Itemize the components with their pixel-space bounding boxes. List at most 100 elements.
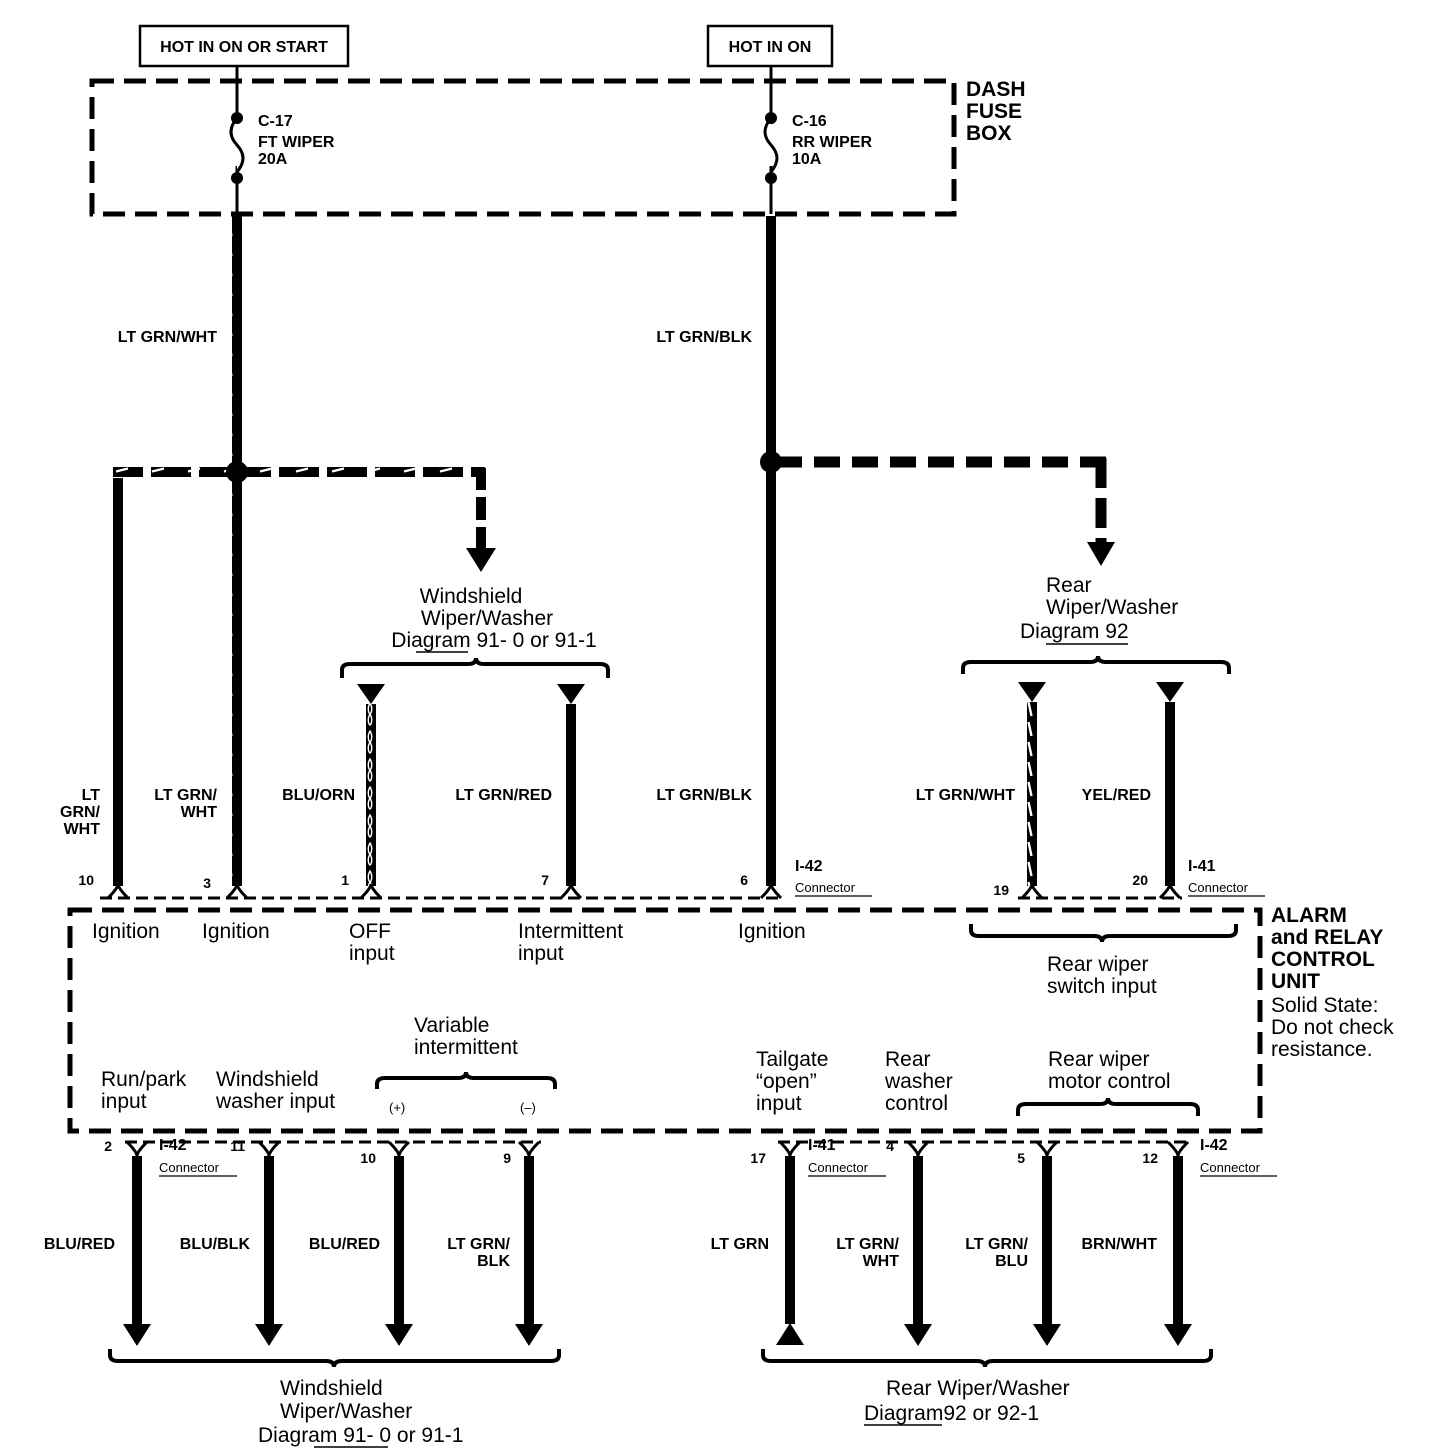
input-label: Ignition	[738, 920, 806, 943]
wire-label: LT GRN/BLK	[656, 787, 752, 804]
output-label: “open”	[756, 1070, 817, 1093]
wire-lt-grn-wht-branch	[113, 466, 496, 572]
input-label: Rear wiper	[1047, 953, 1149, 976]
fuse-id: C-16	[792, 113, 827, 130]
wire-pin19-lt-grn-wht	[1027, 702, 1037, 886]
wire-label: BLU/RED	[309, 1236, 380, 1253]
wire-label: LT	[82, 787, 101, 804]
pin-number: 4	[886, 1138, 894, 1154]
wire-pin3-lt-grn-wht	[232, 478, 242, 886]
unit-note-line: Solid State:	[1271, 994, 1378, 1017]
wire-label: WHT	[181, 804, 218, 821]
fuse-c17: C-17 FT WIPER 20A	[229, 112, 335, 184]
pin-number: 12	[1142, 1150, 1158, 1166]
connector-label: Connector	[808, 1160, 869, 1175]
ref-windshield-bottom: Windshield Wiper/Washer Diagram 91- 0 or…	[108, 1349, 561, 1448]
wire-label: BLU/BLK	[180, 1236, 251, 1253]
output-label: (+)	[389, 1100, 405, 1115]
ref-line: Rear Wiper/Washer	[886, 1377, 1070, 1400]
power-label: HOT IN ON OR START	[160, 39, 328, 56]
wire-label: BLU	[995, 1253, 1028, 1270]
wire-label: LT GRN/	[965, 1236, 1028, 1253]
ref-line: Diagram 92	[1020, 620, 1129, 643]
wire-pin1-blu-orn	[366, 704, 376, 886]
pin-number: 10	[360, 1150, 376, 1166]
fuse-box-title-line: FUSE	[966, 100, 1022, 123]
connector-label: Connector	[159, 1160, 220, 1175]
pin-number: 17	[750, 1150, 766, 1166]
wire-pin17-lt-grn	[776, 1156, 804, 1345]
fuse-box-title-line: DASH	[966, 78, 1026, 101]
wire-label: GRN/	[60, 804, 101, 821]
fuse-id: C-17	[258, 113, 293, 130]
wire-pin12-brn-wht	[1164, 1156, 1192, 1346]
connector-i42-bottom-left: I-42 Connector	[159, 1137, 237, 1177]
unit-output-labels: Run/park input Windshield washer input V…	[101, 1014, 1200, 1116]
fuse-box-title-line: BOX	[966, 122, 1012, 145]
pin-number: 6	[740, 872, 748, 888]
bottom-wire-labels: BLU/RED BLU/BLK BLU/RED LT GRN/ BLK LT G…	[44, 1236, 1157, 1270]
ref-line: Wiper/Washer	[1046, 596, 1178, 619]
connector-i42-bottom-right: I-42 Connector	[1200, 1137, 1277, 1177]
output-label: washer	[884, 1070, 953, 1093]
bottom-pin-numbers: 2 11 10 9 17 4 5 12	[104, 1138, 1158, 1166]
wire-pin5-lt-grn-blu	[1033, 1156, 1061, 1346]
top-wire-labels: LT GRN/ WHT LT GRN/ WHT BLU/ORN LT GRN/R…	[60, 787, 1151, 838]
pin-number: 3	[203, 875, 211, 891]
output-label: intermittent	[414, 1036, 518, 1059]
ref-line: Wiper/Washer	[421, 607, 553, 630]
wire-pin4-lt-grn-wht	[904, 1156, 932, 1346]
fuse-rating: 10A	[792, 151, 822, 168]
pin-number: 7	[541, 872, 549, 888]
output-label: Run/park	[101, 1068, 187, 1091]
wire-pin6-lt-grn-blk	[766, 472, 776, 886]
wire-pin10-lt-grn-wht	[113, 478, 123, 886]
connector-id: I-42	[795, 858, 823, 875]
dash-fuse-box-outline	[89, 78, 957, 217]
unit-title: ALARM and RELAY CONTROL UNIT Solid State…	[1271, 904, 1394, 1061]
wire-pin11-blu-blk	[255, 1156, 283, 1346]
wire-label: WHT	[863, 1253, 900, 1270]
unit-title-line: UNIT	[1271, 970, 1320, 993]
wire-pin20-yel-red	[1165, 702, 1175, 886]
pin-number: 19	[993, 882, 1009, 898]
ref-line: Wiper/Washer	[280, 1400, 412, 1423]
alarm-relay-control-unit-outline	[67, 907, 1263, 1134]
output-label: Rear	[885, 1048, 931, 1071]
wire-label: LT GRN/	[836, 1236, 899, 1253]
input-label: input	[349, 942, 395, 965]
ref-line: Windshield	[280, 1377, 383, 1400]
bottom-connector-hooks	[125, 1140, 1190, 1157]
output-label: input	[756, 1092, 802, 1115]
input-label: OFF	[349, 920, 391, 943]
wire-lt-grn-wht-main	[232, 216, 242, 466]
unit-title-line: and RELAY	[1271, 926, 1383, 949]
wire-label: LT GRN	[711, 1236, 769, 1253]
ref-line: Diagram 91- 0 or 91-1	[258, 1424, 463, 1447]
connector-i41-bottom: I-41 Connector	[808, 1137, 886, 1177]
input-label: Ignition	[202, 920, 270, 943]
output-label: (–)	[520, 1100, 536, 1115]
wire-label: LT GRN/RED	[455, 787, 552, 804]
power-source-hot-in-on: HOT IN ON	[706, 24, 834, 68]
pin-number: 5	[1017, 1150, 1025, 1166]
pin-number: 10	[78, 872, 94, 888]
unit-input-labels: Ignition Ignition OFF input Intermittent…	[92, 920, 1238, 998]
pin-number: 11	[230, 1138, 245, 1154]
wire-pin7-lt-grn-red	[566, 704, 576, 886]
output-label: Variable	[414, 1014, 490, 1037]
fuse-rating: 20A	[258, 151, 288, 168]
wire-label: BLU/RED	[44, 1236, 115, 1253]
connector-i41-top: I-41 Connector	[1188, 858, 1265, 897]
ref-line: Windshield	[420, 585, 523, 608]
wire-pin10-blu-red	[385, 1156, 413, 1346]
pin-number: 2	[104, 1138, 112, 1154]
connector-id: I-42	[1200, 1137, 1228, 1154]
fuse-c16: C-16 RR WIPER 10A	[763, 112, 872, 184]
ref-line: Diagram 91- 0 or 91-1	[391, 629, 596, 652]
splice-left	[226, 461, 248, 483]
input-label: input	[518, 942, 564, 965]
wire-label: YEL/RED	[1082, 787, 1151, 804]
input-label: Ignition	[92, 920, 160, 943]
